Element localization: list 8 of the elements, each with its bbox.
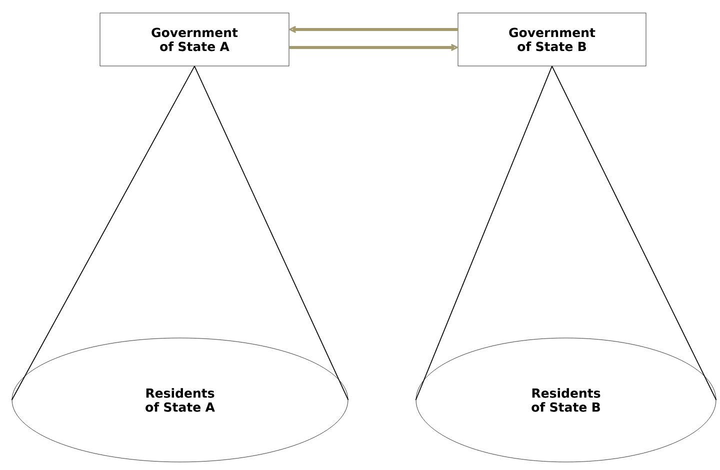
process-box: Government of State B	[458, 12, 646, 66]
arrow	[289, 44, 458, 51]
cone-line	[194, 66, 349, 400]
cone-line	[11, 66, 195, 400]
arrow	[289, 26, 458, 33]
cone-line	[552, 66, 717, 400]
cone-line	[415, 66, 552, 400]
process-box: Government of State A	[100, 12, 290, 66]
